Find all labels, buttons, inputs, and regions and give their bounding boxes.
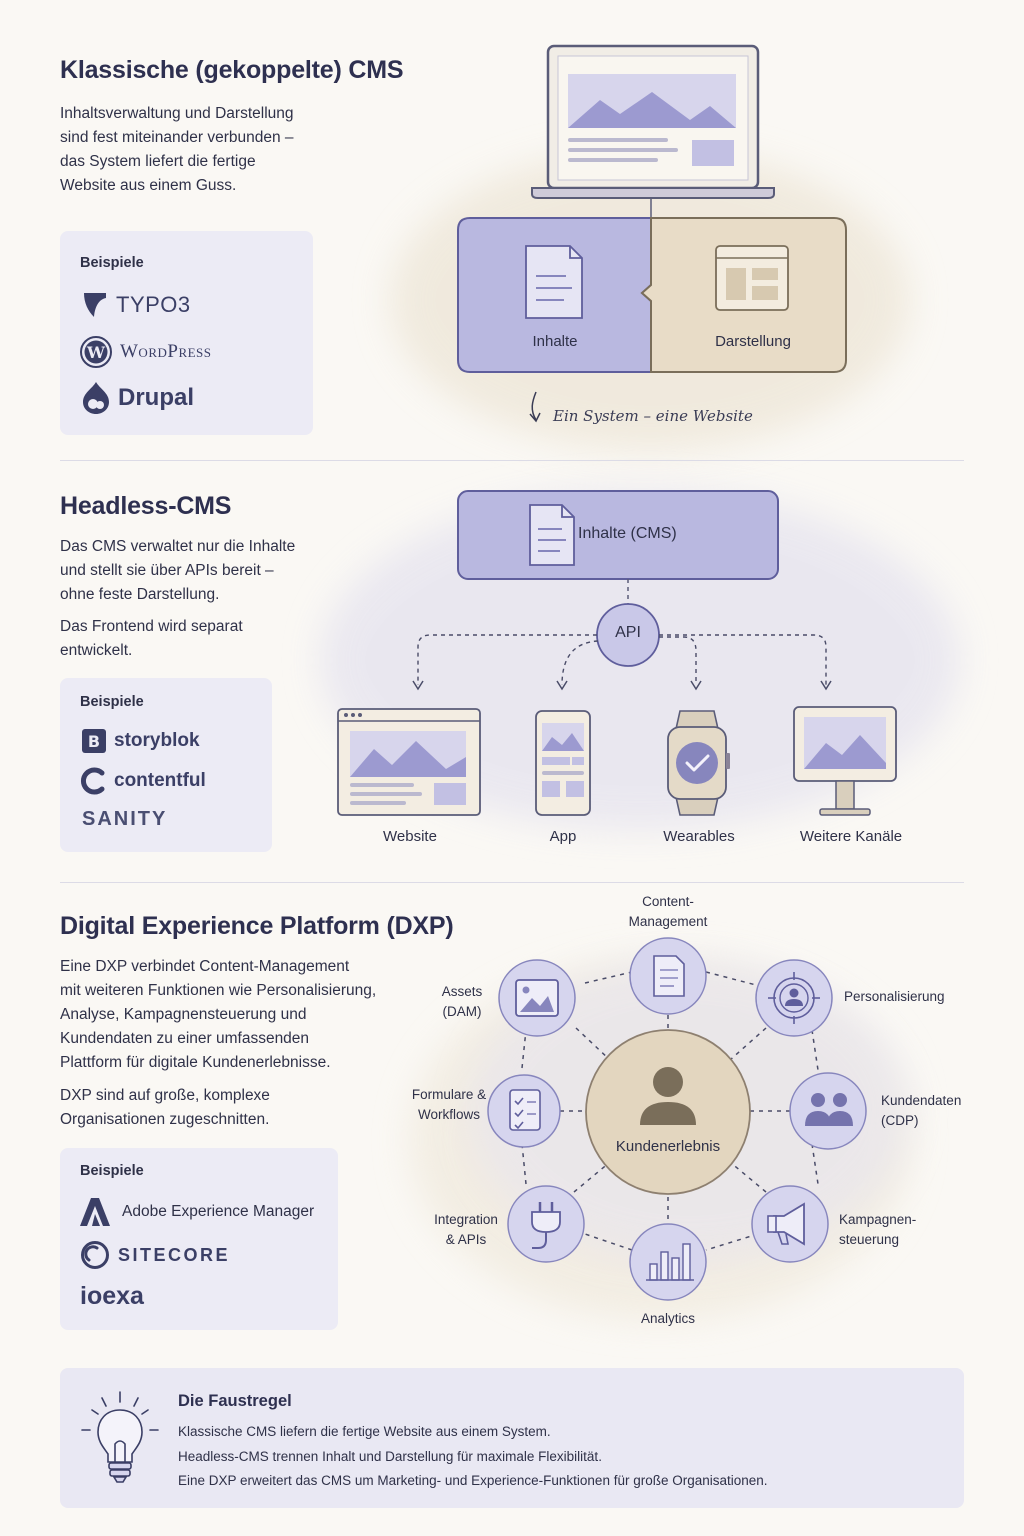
website-icon <box>337 708 481 816</box>
rule-line-1: Klassische CMS liefern die fertige Websi… <box>178 1424 551 1439</box>
divider-1 <box>60 460 964 461</box>
layout-icon <box>715 245 789 311</box>
contentful-icon <box>81 767 105 795</box>
sitecore-logo: SITECORE <box>80 1240 230 1270</box>
node-campaigns <box>751 1185 829 1263</box>
node-forms <box>487 1074 561 1148</box>
storyblok-logo: B storyblok <box>82 729 200 753</box>
dxp-hub-diagram <box>487 937 867 1301</box>
label-forms: Formulare & Workflows <box>411 1087 487 1122</box>
adobe-icon <box>80 1198 110 1226</box>
users-icon <box>805 1093 853 1126</box>
channel-website-label: Website <box>383 828 437 845</box>
divider-2 <box>60 882 964 883</box>
rule-title: Die Faustregel <box>178 1392 292 1410</box>
drupal-icon <box>83 382 109 414</box>
hub-center-label: Kundenerlebnis <box>615 1138 721 1155</box>
rule-line-2: Headless-CMS trennen Inhalt und Darstell… <box>178 1448 602 1464</box>
channel-wearables-label: Wearables <box>663 828 735 845</box>
app-icon <box>535 710 591 816</box>
customer-experience-hub <box>585 1029 751 1195</box>
label-assets: Assets (DAM) <box>441 984 483 1019</box>
caption-arrow-icon <box>531 391 537 421</box>
section1-description: Inhaltsverwaltung und Darstellung sind f… <box>60 105 294 194</box>
coupled-cms-diagram <box>457 44 847 423</box>
node-assets <box>498 959 576 1037</box>
sanity-logo: SANITY <box>82 808 168 830</box>
coupled-caption: Ein System – eine Website <box>553 407 753 425</box>
checklist-icon <box>509 1089 541 1131</box>
ioexa-logo: ioexa <box>80 1282 144 1310</box>
section1-title: Klassische (gekoppelte) CMS <box>60 56 404 84</box>
examples-label: Beispiele <box>80 1163 144 1179</box>
plug-icon <box>531 1202 561 1249</box>
section3-description-2: DXP sind auf große, komplexe Organisatio… <box>60 1087 270 1128</box>
node-analytics <box>629 1223 707 1301</box>
section3-examples-card: Beispiele Adobe Experience Manager SITEC… <box>60 1148 338 1330</box>
channel-app-label: App <box>549 828 577 845</box>
label-personalization: Personalisierung <box>844 989 945 1004</box>
examples-label: Beispiele <box>80 255 144 271</box>
megaphone-icon <box>767 1202 805 1246</box>
node-personalization <box>755 959 833 1037</box>
node-integration <box>507 1185 585 1263</box>
rule-of-thumb-box: Die Faustregel Klassische CMS liefern di… <box>60 1368 964 1508</box>
label-content-management: Content- Management <box>628 894 708 929</box>
document-icon <box>653 955 685 997</box>
bar-chart-icon <box>646 1243 694 1281</box>
label-customer-data: Kundendaten (CDP) <box>881 1093 962 1128</box>
contentful-logo: contentful <box>81 767 206 795</box>
hub-spokes <box>560 1015 790 1225</box>
laptop-icon <box>531 44 775 220</box>
label-campaigns: Kampagnen- steuerung <box>839 1212 917 1247</box>
label-integration: Integration & APIs <box>434 1212 498 1247</box>
label-analytics: Analytics <box>640 1311 696 1326</box>
drupal-logo: Drupal <box>82 381 194 415</box>
target-user-icon <box>768 972 820 1024</box>
section2-description: Das CMS verwaltet nur die Inhalte und st… <box>60 538 296 603</box>
wordpress-icon: W <box>80 336 112 368</box>
section1-examples-card: Beispiele TYPO3 W WordPress Drupal <box>60 231 313 435</box>
adobe-logo: Adobe Experience Manager <box>80 1198 314 1226</box>
darstellung-label: Darstellung <box>715 333 791 350</box>
api-label: API <box>615 624 641 641</box>
rule-line-3: Eine DXP erweitert das CMS um Marketing-… <box>178 1473 768 1488</box>
arrow-heads <box>412 680 832 691</box>
inhalte-label: Inhalte <box>532 333 578 350</box>
ring-connectors <box>521 971 819 1251</box>
section2-description-2: Das Frontend wird separat entwickelt. <box>60 618 243 659</box>
smartwatch-icon <box>667 710 730 816</box>
section2-examples-card: Beispiele B storyblok contentful SANITY <box>60 678 272 852</box>
rule-lines: Klassische CMS liefern die fertige Websi… <box>178 1420 768 1494</box>
svg-text:B: B <box>88 732 100 751</box>
channel-other-label: Weitere Kanäle <box>799 828 903 845</box>
examples-label: Beispiele <box>80 694 144 710</box>
document-icon <box>529 504 575 566</box>
svg-text:W: W <box>86 343 106 362</box>
wordpress-logo: W WordPress <box>80 336 212 368</box>
section2-title: Headless-CMS <box>60 492 232 520</box>
monitor-icon <box>793 706 897 816</box>
storyblok-icon: B <box>82 729 106 753</box>
node-content-management <box>629 937 707 1015</box>
typo3-icon <box>84 293 106 317</box>
sitecore-icon <box>81 1241 109 1269</box>
api-connectors <box>417 634 827 686</box>
section3-title: Digital Experience Platform (DXP) <box>60 912 454 940</box>
cms-box-label: Inhalte (CMS) <box>578 525 677 542</box>
headless-cms-diagram <box>337 490 897 816</box>
typo3-logo: TYPO3 <box>82 291 191 319</box>
node-customer-data <box>789 1072 867 1150</box>
lightbulb-icon <box>81 1391 159 1483</box>
section3-description: Eine DXP verbindet Content-Management mi… <box>60 958 377 1071</box>
document-icon <box>525 245 583 319</box>
image-icon <box>515 979 559 1017</box>
